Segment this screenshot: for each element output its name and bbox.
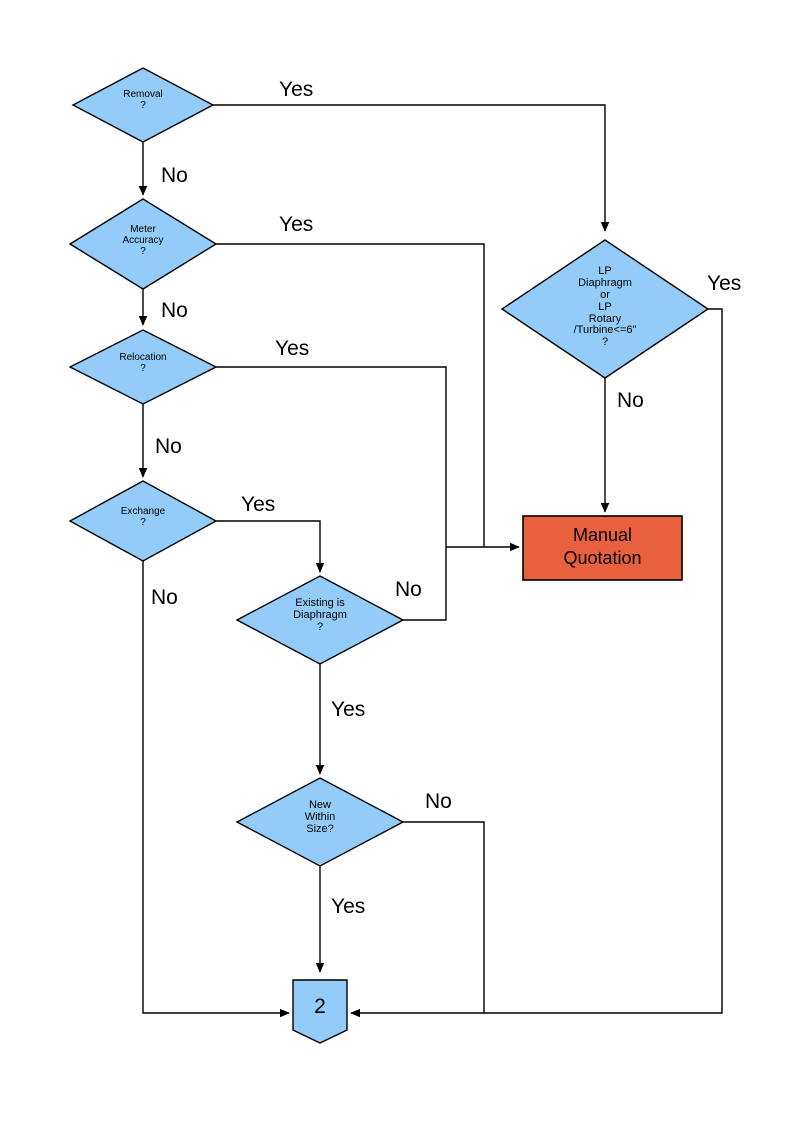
node-new-within-size[interactable] — [235, 777, 405, 867]
node-meter-accuracy[interactable] — [68, 198, 218, 290]
node-connector-2[interactable] — [292, 979, 348, 1044]
node-removal[interactable] — [71, 67, 215, 143]
edge-label-lp-yes: Yes — [707, 272, 742, 295]
edge-label-existing-diaphragm-no: No — [395, 578, 422, 601]
edge-label-new-within-size-no: No — [425, 790, 452, 813]
edge-exchange-no — [142, 561, 290, 1018]
node-relocation[interactable] — [68, 329, 218, 405]
node-manual-quotation[interactable] — [522, 515, 683, 581]
edge-label-relocation-no: No — [155, 435, 182, 458]
edge-label-exchange-yes: Yes — [241, 493, 276, 516]
edge-label-new-within-size-yes: Yes — [331, 895, 366, 918]
node-lp-diaphragm-or-lp-rotary[interactable] — [500, 239, 710, 379]
edge-meter-accuracy-yes — [216, 243, 485, 547]
node-existing-is-diaphragm[interactable] — [235, 575, 405, 665]
edge-label-existing-diaphragm-yes: Yes — [331, 698, 366, 721]
edge-relocation-yes — [216, 366, 447, 547]
edge-label-relocation-yes: Yes — [275, 337, 310, 360]
edge-new-within-size-no — [403, 821, 485, 1013]
edge-label-removal-no: No — [161, 164, 188, 187]
edge-exchange-yes — [216, 520, 325, 573]
edge-label-lp-no: No — [617, 389, 644, 412]
edge-label-meter-accuracy-no: No — [161, 299, 188, 322]
edge-existing-diaphragm-no — [403, 547, 447, 621]
edge-label-meter-accuracy-yes: Yes — [279, 213, 314, 236]
edge-label-exchange-no: No — [151, 586, 178, 609]
edge-label-removal-yes: Yes — [279, 78, 314, 101]
edge-lp-yes — [350, 308, 723, 1018]
edge-removal-yes — [213, 104, 610, 232]
node-exchange[interactable] — [68, 480, 218, 562]
